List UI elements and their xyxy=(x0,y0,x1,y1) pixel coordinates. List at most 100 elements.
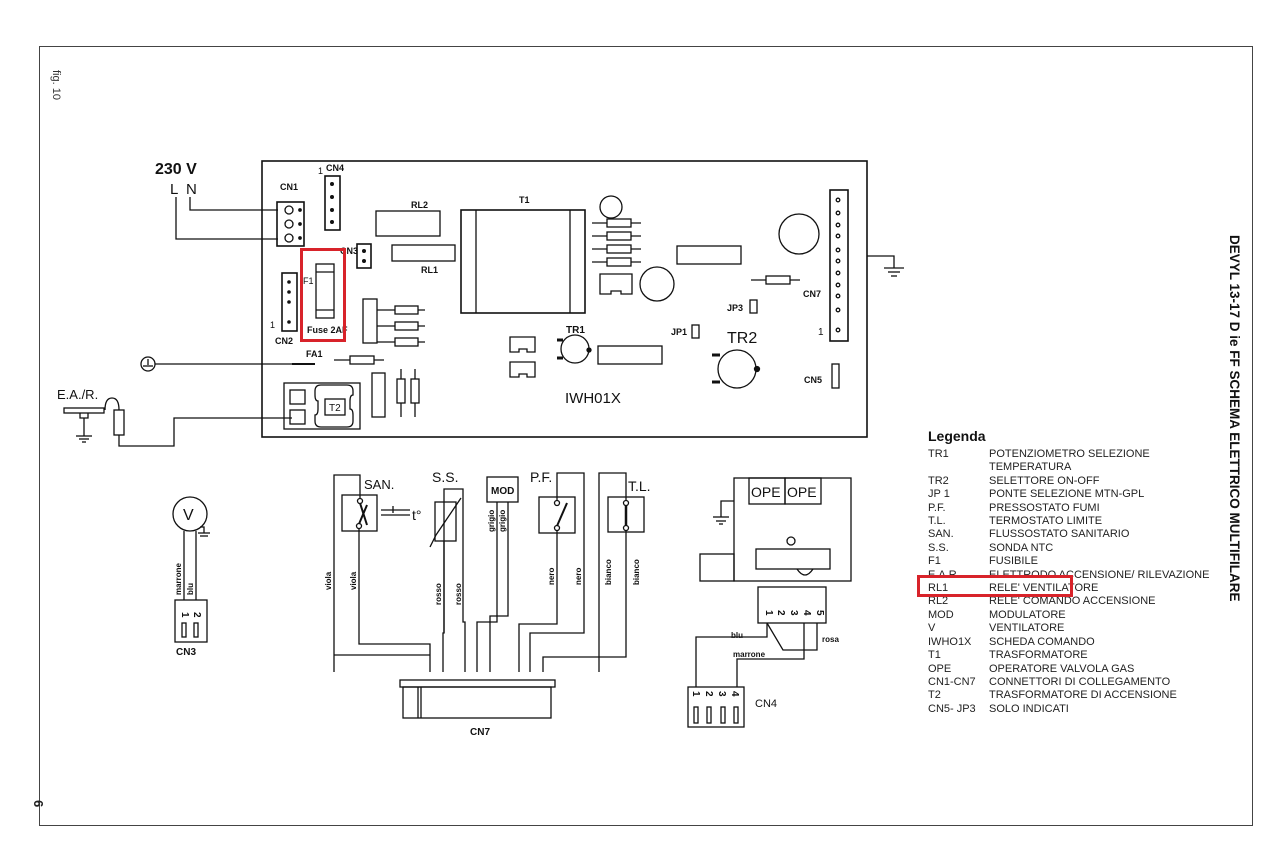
valve-wiring xyxy=(695,622,818,687)
wire-nero-2: nero xyxy=(574,568,583,585)
temp-symbol: t° xyxy=(412,507,422,523)
san-label: SAN. xyxy=(364,477,394,492)
mod-label: MOD xyxy=(491,486,514,497)
valve-pin-4: 4 xyxy=(801,610,812,616)
wire-rosso-1: rosso xyxy=(434,583,443,605)
ope-label-2: OPE xyxy=(787,484,817,500)
cn2-connector xyxy=(281,272,298,332)
cn7-plug xyxy=(399,679,556,719)
legend-description: OPERATORE VALVOLA GAS xyxy=(989,662,1135,675)
capacitor-small xyxy=(599,195,623,219)
f1-label: F1 xyxy=(303,276,314,286)
cn4-label: CN4 xyxy=(755,698,777,710)
wire-viola-1: viola xyxy=(324,571,333,590)
fuse-f1 xyxy=(315,263,335,319)
ope-box-2 xyxy=(784,477,822,505)
earth-terminal-icon xyxy=(140,356,156,372)
cn4-board-label: CN4 xyxy=(326,163,344,173)
legend-code: MOD xyxy=(928,608,954,621)
relay-rl1 xyxy=(391,244,456,262)
legend-code: CN1-CN7 xyxy=(928,675,976,688)
legend-code: RL1 xyxy=(928,582,949,595)
legend-code: P.F. xyxy=(928,501,946,514)
wire-nero-1: nero xyxy=(547,568,556,585)
board-ground-icon xyxy=(867,255,904,277)
legend-description: SELETTORE ON-OFF xyxy=(989,474,1100,487)
legend-description: PRESSOSTATO FUMI xyxy=(989,501,1100,514)
wire-rosso-2: rosso xyxy=(454,583,463,605)
valve-connector xyxy=(757,586,827,624)
line-label: L xyxy=(170,181,178,198)
capacitor-medium xyxy=(639,266,675,302)
tl-limit-thermostat xyxy=(607,496,645,533)
legend-code: IWHO1X xyxy=(928,635,972,648)
cn7-board-connector xyxy=(829,189,849,342)
jp1-jumper xyxy=(691,324,700,339)
control-board xyxy=(261,160,868,438)
cn4-plug xyxy=(687,686,745,728)
valve-terminal-block xyxy=(755,548,831,570)
neutral-wire xyxy=(189,197,278,211)
jp3-jumper xyxy=(749,299,758,314)
valve-pin-5: 5 xyxy=(814,610,825,616)
fa1-label: FA1 xyxy=(306,349,323,359)
resistor-vertical xyxy=(396,369,420,417)
cn5-label: CN5 xyxy=(804,375,822,385)
wire-bianco-2: bianco xyxy=(632,559,641,585)
resistor-bank xyxy=(592,218,641,267)
legend-description: TRASFORMATORE xyxy=(989,649,1088,662)
component-box xyxy=(599,273,633,295)
legend-f1-highlight xyxy=(917,575,1073,597)
ss-label: S.S. xyxy=(432,469,458,485)
valve-ground-icon xyxy=(713,500,734,525)
wire-grigio-1: grigio xyxy=(487,510,496,532)
cn3-pin-2: 2 xyxy=(191,612,202,618)
legend-description: PONTE SELEZIONE MTN-GPL xyxy=(989,488,1145,501)
legend-description: VENTILATORE xyxy=(989,622,1065,635)
san-flow-switch xyxy=(341,494,378,532)
cn3-label: CN3 xyxy=(176,647,196,658)
cn3-board-connector xyxy=(356,243,372,269)
cn4-pin-3: 3 xyxy=(716,691,727,697)
tl-label: T.L. xyxy=(628,478,651,494)
legend-description: RELE' COMANDO ACCENSIONE xyxy=(989,595,1156,608)
cn7-wiring xyxy=(333,472,627,672)
valve-pin-2: 2 xyxy=(775,610,786,616)
cn1-label: CN1 xyxy=(280,182,298,192)
wire-grigio-2: grigio xyxy=(498,510,507,532)
legend-code: SAN. xyxy=(928,528,954,541)
ignition-transformer-t2 xyxy=(283,382,361,430)
resistor xyxy=(765,275,791,285)
legend-item: CN5- JP3 SOLO INDICATI xyxy=(928,703,1218,716)
line-wire xyxy=(175,197,278,240)
legend-code: CN5- JP3 xyxy=(928,702,976,715)
valve-pin-3: 3 xyxy=(788,610,799,616)
fan-label: V xyxy=(183,507,194,524)
legend-code: T2 xyxy=(928,689,941,702)
legend-description: CONNETTORI DI COLLEGAMENTO xyxy=(989,675,1171,688)
legend-code: V xyxy=(928,622,936,635)
cn2-pin1: 1 xyxy=(270,320,275,330)
legend-item: S.S.SONDA NTC xyxy=(928,542,1218,555)
electrode-icon xyxy=(63,397,292,447)
fan-motor xyxy=(172,496,208,532)
cn1-connector xyxy=(276,201,305,247)
legend-code: T1 xyxy=(928,649,941,662)
component-column-2 xyxy=(371,372,386,418)
pf-label: P.F. xyxy=(530,469,552,485)
fan-ground-icon xyxy=(198,526,210,537)
jp3-label: JP3 xyxy=(727,303,743,313)
jp1-label: JP1 xyxy=(671,327,687,337)
legend-description: POTENZIOMETRO SELEZIONE TEMPERATURA xyxy=(989,448,1150,474)
board-name: IWH01X xyxy=(565,390,621,407)
wire-rosa: rosa xyxy=(822,635,839,644)
legend-description: SOLO INDICATI xyxy=(989,702,1069,715)
legend-code: RL2 xyxy=(928,595,949,608)
cn7-pin1: 1 xyxy=(818,327,824,338)
selector-tr2 xyxy=(712,349,761,389)
ic-chip-lower xyxy=(597,345,663,365)
